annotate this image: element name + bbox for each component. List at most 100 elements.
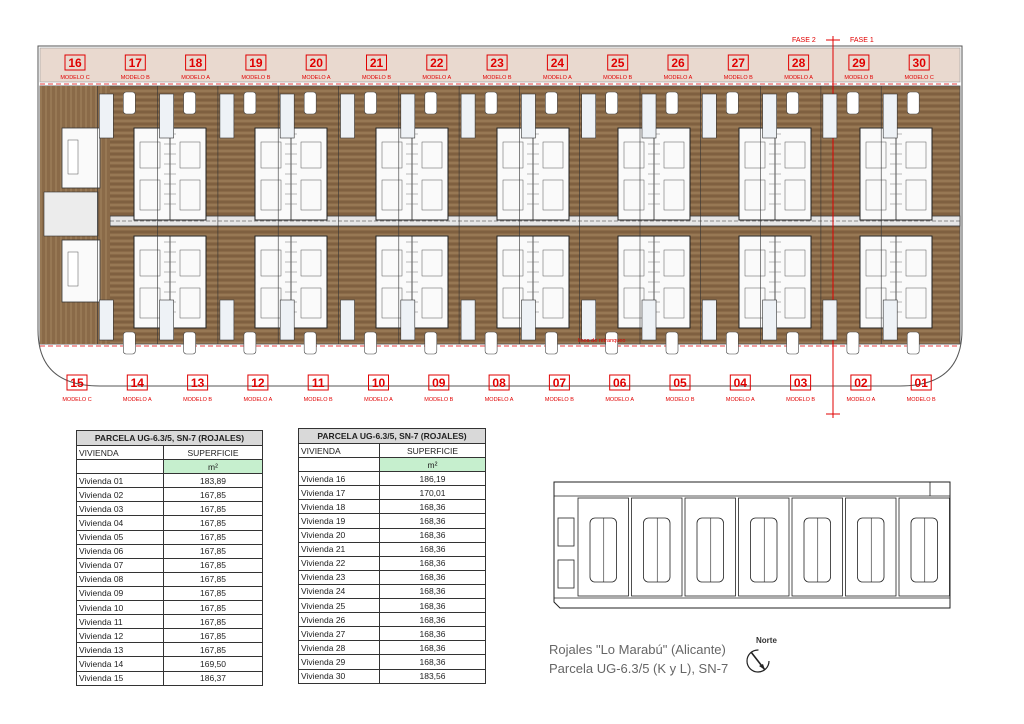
unit-number: 22 [430, 56, 444, 70]
vivienda-name: Vivienda 20 [298, 527, 380, 543]
key-plan [553, 481, 951, 609]
unit-model: MODELO B [241, 75, 270, 81]
unit-model: MODELO A [726, 397, 755, 403]
unit-model: MODELO B [424, 397, 453, 403]
vivienda-name: Vivienda 30 [298, 668, 380, 684]
vivienda-name: Vivienda 18 [298, 499, 380, 515]
parcel-features [639, 86, 679, 355]
unit-model: MODELO B [724, 75, 753, 81]
left-building [40, 86, 110, 344]
vivienda-name: Vivienda 15 [76, 670, 164, 686]
vivienda-surface: 186,19 [379, 471, 486, 487]
unit-number: 25 [611, 56, 625, 70]
unit-number: 27 [732, 56, 746, 70]
unit-number: 04 [734, 376, 748, 390]
parcel-features [217, 86, 257, 355]
vivienda-surface: 167,85 [163, 501, 263, 517]
vivienda-name: Vivienda 12 [76, 628, 164, 644]
unit-model: MODELO B [304, 397, 333, 403]
unit-number: 12 [251, 376, 265, 390]
table-title: PARCELA UG-6.3/5, SN-7 (ROJALES) [76, 430, 263, 446]
parcel-features [820, 86, 860, 355]
vivienda-name: Vivienda 04 [76, 515, 164, 531]
vivienda-surface: 169,50 [163, 656, 263, 672]
vivienda-surface: 167,85 [163, 614, 263, 630]
vivienda-name: Vivienda 01 [76, 473, 164, 489]
keyplan-block [898, 497, 950, 597]
unit-number: 13 [191, 376, 205, 390]
unit-number: 14 [131, 376, 145, 390]
unit-number: 26 [671, 56, 685, 70]
unit-number: 20 [310, 56, 324, 70]
unit-model: MODELO B [907, 397, 936, 403]
unit-number: 23 [490, 56, 504, 70]
unit-number: 01 [915, 376, 929, 390]
vivienda-surface: 183,56 [379, 668, 486, 684]
keyplan-block [791, 497, 843, 597]
vivienda-surface: 167,85 [163, 515, 263, 531]
unit-number: 19 [249, 56, 263, 70]
vivienda-name: Vivienda 13 [76, 642, 164, 658]
parcel-features [519, 86, 558, 355]
column-header-vivienda: VIVIENDA [298, 442, 380, 459]
unit-number: 03 [794, 376, 808, 390]
keyplan-block [684, 497, 736, 597]
unit-model: MODELO C [905, 75, 934, 81]
unit-model: MODELO B [665, 397, 694, 403]
unit-number: 28 [792, 56, 806, 70]
vivienda-surface: 168,36 [379, 612, 486, 628]
vivienda-surface: 167,85 [163, 543, 263, 559]
surface-table-right: PARCELA UG-6.3/5, SN-7 (ROJALES) VIVIEND… [298, 428, 486, 684]
vivienda-surface: 183,89 [163, 473, 263, 489]
parcel-features [760, 86, 799, 355]
vivienda-name: Vivienda 28 [298, 640, 380, 656]
unit-model: MODELO A [543, 75, 572, 81]
vivienda-surface: 168,36 [379, 626, 486, 642]
vivienda-surface: 170,01 [379, 485, 486, 501]
house-pair [496, 127, 570, 329]
parcel-features [398, 86, 438, 355]
phase-1-label: FASE 1 [850, 37, 874, 44]
vivienda-surface: 168,36 [379, 513, 486, 529]
unit-model: MODELO A [244, 397, 273, 403]
parcel-features [579, 86, 619, 355]
unit-number: 17 [129, 56, 143, 70]
keyplan-block [631, 497, 683, 597]
vivienda-surface: 168,36 [379, 541, 486, 557]
unit-model: MODELO A [485, 397, 514, 403]
unit-number: 30 [913, 56, 927, 70]
north-label: Norte [756, 636, 777, 645]
keyplan-block [738, 497, 790, 597]
vivienda-surface: 168,36 [379, 640, 486, 656]
